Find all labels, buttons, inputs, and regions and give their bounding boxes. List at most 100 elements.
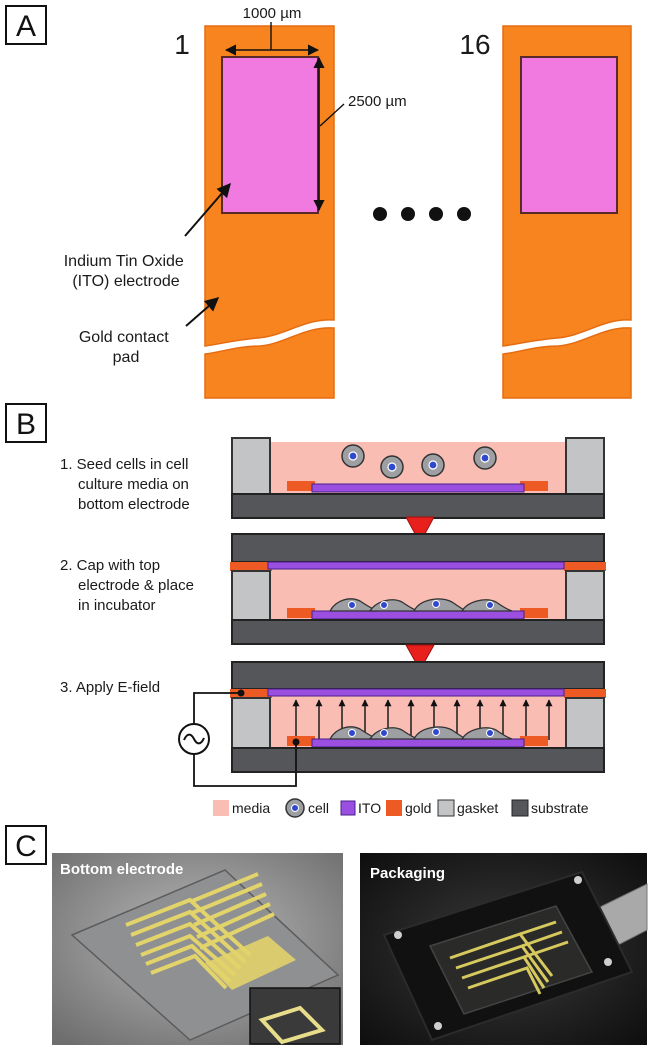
step2-substrate	[231, 619, 605, 645]
screw-icon	[574, 876, 582, 884]
screw-icon	[394, 931, 402, 939]
step2-top-substrate	[231, 533, 605, 563]
legend-swatch-gold	[386, 800, 402, 816]
step1-text: 1. Seed cells in cell culture media on b…	[60, 456, 193, 513]
panel-b-label: B	[16, 408, 36, 441]
legend-label-cell: cell	[308, 800, 329, 816]
step2-top-gold-left	[230, 562, 272, 571]
step-arrow-2	[405, 644, 435, 672]
step2-cells	[328, 598, 513, 612]
step2-line2: electrode & place	[78, 577, 194, 594]
step2-ito	[311, 610, 525, 620]
large-contact-pad	[205, 936, 296, 990]
step1-gasket-left	[231, 437, 271, 495]
gasket-ring	[258, 1005, 326, 1045]
step1-ito	[311, 483, 525, 493]
screw-icon	[604, 958, 612, 966]
width-label: 1000 µm	[243, 5, 302, 22]
panel-a: A 1 1000 µm 2500 µm 16	[5, 5, 632, 399]
legend-label-gold: gold	[405, 800, 431, 816]
step1-substrate	[231, 493, 605, 519]
legend-swatch-nucleus	[291, 804, 299, 812]
step3-ito	[311, 738, 525, 748]
electrode-16-number: 16	[459, 29, 490, 60]
nucleus	[380, 729, 388, 737]
panel-b: B 1. Seed cells in cell culture media on…	[5, 403, 606, 818]
step1-line1: 1. Seed cells in cell	[60, 456, 188, 473]
legend-swatch-media	[213, 800, 229, 816]
step3-top-ito	[267, 688, 565, 697]
photo-packaging: Packaging	[360, 853, 648, 1045]
step2-gasket-left	[231, 570, 271, 621]
gasket-inset	[249, 987, 341, 1045]
step2-gasket-right	[565, 570, 605, 621]
legend-swatch-gasket	[437, 799, 455, 817]
gold-callout-line2: pad	[113, 349, 140, 366]
panel-c-label: C	[15, 830, 37, 863]
package-traces	[449, 920, 569, 995]
step3-top-gold-left	[230, 689, 272, 698]
step1-device	[231, 437, 605, 519]
step3-top-gold-right	[564, 689, 606, 698]
step3-gold-right	[520, 736, 548, 746]
ellipsis-dots	[373, 207, 471, 221]
step1-gasket-right	[565, 437, 605, 495]
step1-line2: culture media on	[78, 476, 189, 493]
step3-line1: 3. Apply E-field	[60, 679, 160, 696]
step2-top-ito	[267, 561, 565, 570]
photo2-title: Packaging	[370, 865, 445, 882]
nucleus	[432, 728, 440, 736]
ito-callout-line2: (ITO) electrode	[72, 273, 179, 290]
top-contact-node	[237, 689, 245, 697]
electrode-traces	[125, 872, 275, 990]
step3-gasket-left	[231, 697, 271, 749]
gold-callout-label: Gold contact pad	[79, 329, 173, 366]
nucleus	[486, 729, 494, 737]
photo-bottom-electrode: Bottom electrode	[52, 853, 343, 1045]
step2-line1: 2. Cap with top	[60, 557, 160, 574]
photo1-title: Bottom electrode	[60, 861, 183, 878]
legend-label-media: media	[232, 800, 270, 816]
step2-text: 2. Cap with top electrode & place in inc…	[60, 557, 198, 614]
ito-pad-1	[221, 56, 319, 214]
panel-a-label: A	[16, 10, 36, 43]
step1-gold-right	[520, 481, 548, 491]
step-arrow-1	[405, 516, 435, 545]
legend-label-gasket: gasket	[457, 800, 498, 816]
bottom-contact-node	[292, 738, 300, 746]
nucleus	[432, 600, 440, 608]
legend-swatch-substrate	[511, 799, 529, 817]
electrode-1-number: 1	[174, 29, 190, 60]
step2-device	[230, 533, 606, 645]
ac-source-symbol	[183, 733, 205, 745]
step2-gold-right	[520, 608, 548, 618]
step3-gold-left	[287, 736, 315, 746]
step3-cells	[328, 726, 513, 740]
gold-callout-line1: Gold contact	[79, 329, 169, 346]
ito-callout-label: Indium Tin Oxide (ITO) electrode	[64, 253, 189, 290]
height-leader-line	[319, 103, 345, 127]
electrode-1	[204, 25, 335, 399]
legend-swatch-ito	[340, 800, 356, 816]
nucleus	[387, 462, 397, 472]
nucleus	[486, 601, 494, 609]
step1-gold-left	[287, 481, 315, 491]
electrode-1-lower	[204, 327, 335, 399]
step3-text: 3. Apply E-field	[60, 679, 160, 696]
nucleus	[380, 601, 388, 609]
electrode-16-lower	[502, 327, 632, 399]
nucleus	[428, 460, 438, 470]
step2-top-gold-right	[564, 562, 606, 571]
panel-b-box	[5, 403, 47, 443]
step1-cells	[341, 444, 497, 479]
nucleus	[348, 729, 356, 737]
step3-device	[178, 661, 606, 787]
legend: media cell ITO gold gasket substrate	[213, 798, 589, 818]
panel-a-box	[5, 5, 47, 45]
ito-callout-line1: Indium Tin Oxide	[64, 253, 184, 270]
step2-line3: in incubator	[78, 597, 156, 614]
legend-label-ito: ITO	[358, 800, 381, 816]
step3-substrate	[231, 747, 605, 773]
ito-pad-16	[520, 56, 618, 214]
